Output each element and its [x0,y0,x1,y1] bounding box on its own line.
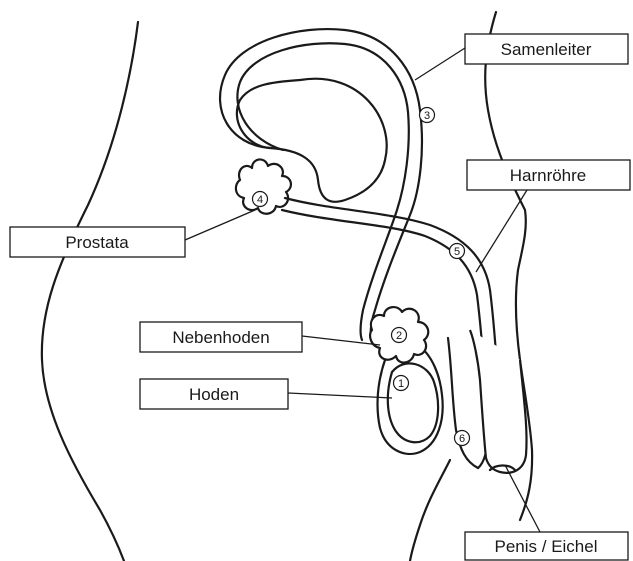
label-nebenhoden: Nebenhoden [140,322,302,352]
label-hoden-text: Hoden [189,385,239,404]
marker-5: 5 [450,244,465,259]
penis-shaft-lower [448,338,478,468]
marker-1-text: 1 [398,378,404,390]
leader-samenleiter [415,48,465,80]
label-hoden: Hoden [140,379,288,409]
leader-penis-eichel [505,465,540,532]
leader-nebenhoden [302,336,380,345]
marker-4: 4 [253,192,268,207]
label-prostata: Prostata [10,227,185,257]
marker-5-text: 5 [454,246,460,258]
label-penis-eichel: Penis / Eichel [465,532,628,560]
body-outline-back [42,22,138,561]
marker-4-text: 4 [257,194,263,206]
marker-6-text: 6 [459,433,465,445]
marker-6: 6 [455,431,470,446]
thigh-outline [410,460,450,561]
label-samenleiter-text: Samenleiter [501,40,592,59]
label-nebenhoden-text: Nebenhoden [172,328,269,347]
testis [388,363,438,442]
marker-2-text: 2 [396,330,402,342]
marker-1: 1 [394,376,409,391]
label-harnroehre-text: Harnröhre [510,166,587,185]
leader-hoden [288,393,392,398]
label-samenleiter: Samenleiter [465,34,628,64]
label-penis-eichel-text: Penis / Eichel [495,537,598,556]
leader-prostata [185,210,255,240]
marker-2: 2 [392,328,407,343]
marker-3: 3 [420,108,435,123]
label-prostata-text: Prostata [65,233,129,252]
label-harnroehre: Harnröhre [467,160,630,190]
marker-3-text: 3 [424,110,430,122]
